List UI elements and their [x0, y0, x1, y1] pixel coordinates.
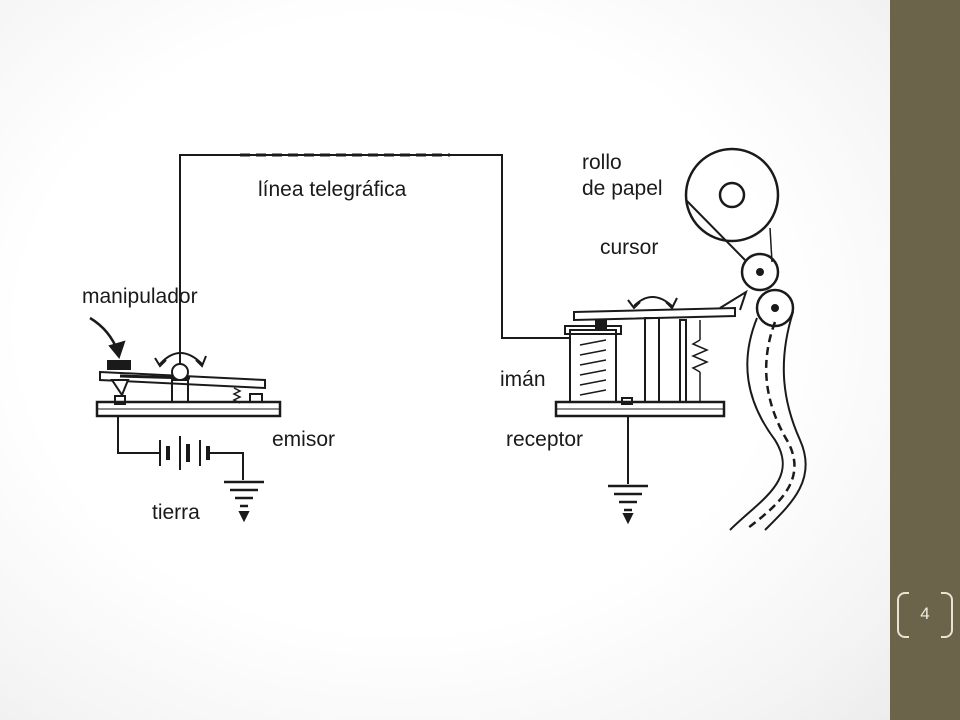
label-cursor: cursor	[600, 236, 658, 259]
label-ground: tierra	[152, 501, 200, 524]
label-telegraph-line: línea telegráfica	[258, 178, 407, 201]
label-magnet: imán	[500, 368, 546, 391]
paper-strip	[729, 311, 807, 531]
page-number-bracket: 4	[897, 592, 953, 638]
label-key: manipulador	[82, 285, 198, 308]
ground-symbol-receiver	[608, 416, 648, 525]
paper-roll	[684, 147, 795, 328]
telegraph-diagram: línea telegráfica rollo de papel cursor …	[82, 147, 807, 531]
label-transmitter: emisor	[272, 428, 335, 451]
ground-symbol-transmitter	[224, 480, 264, 523]
receiver-device	[554, 289, 748, 418]
label-receiver: receptor	[506, 428, 583, 451]
label-paper-roll-2: de papel	[582, 177, 663, 200]
slide-background	[0, 0, 890, 720]
transmitter-device	[95, 352, 282, 418]
side-accent-bar	[890, 0, 960, 720]
label-paper-roll: rollo	[582, 151, 622, 174]
battery	[117, 416, 244, 480]
page-number: 4	[920, 604, 930, 623]
telegraph-line-wire	[179, 154, 570, 372]
